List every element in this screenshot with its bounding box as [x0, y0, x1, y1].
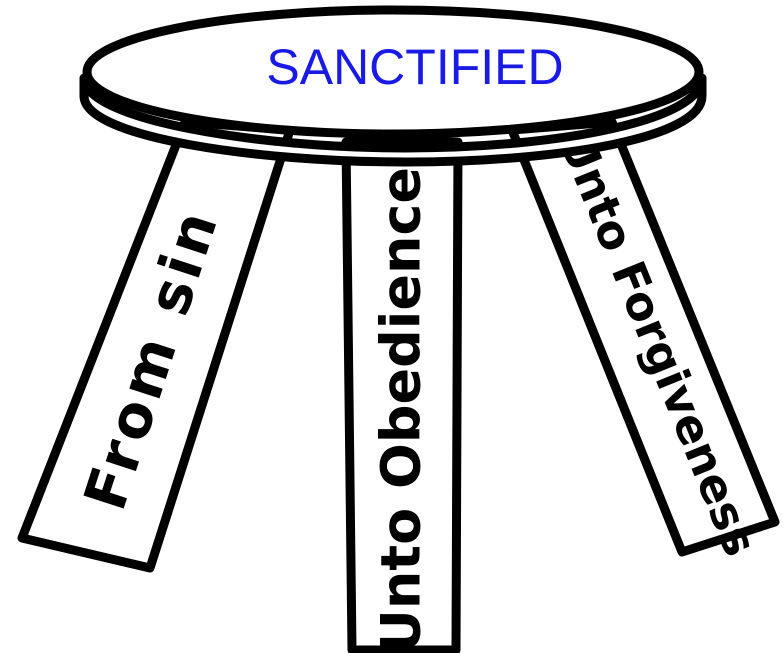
leg-right: Unto Forgiveness — [512, 122, 775, 563]
leg-middle-label: Unto Obedience — [370, 167, 433, 653]
leg-left: From sin — [22, 122, 290, 568]
seat-title: SANCTIFIED — [266, 39, 563, 95]
leg-middle: Unto Obedience — [346, 142, 458, 653]
